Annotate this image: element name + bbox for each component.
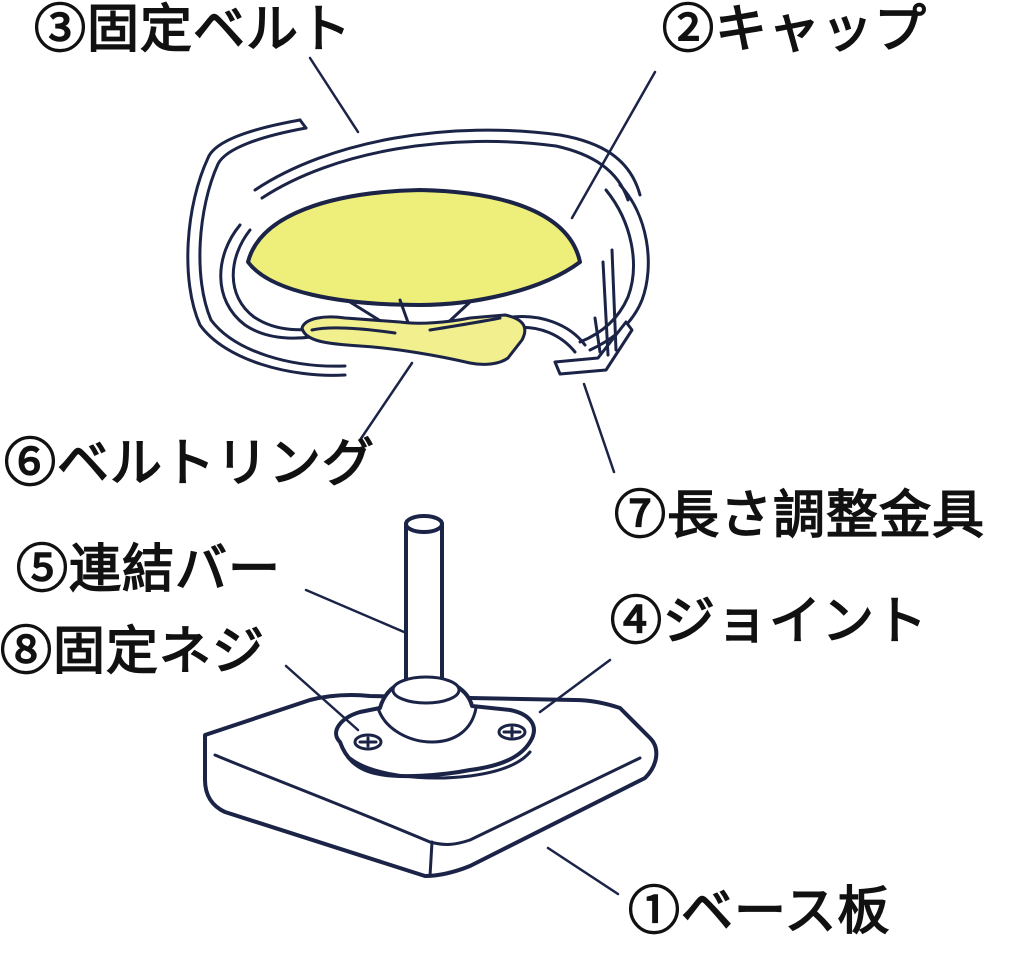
leader-line-cap xyxy=(570,70,657,220)
leader-lines xyxy=(284,56,657,896)
leader-line-screw xyxy=(284,664,360,732)
label-fixing-screw: ⑧固定ネジ xyxy=(0,621,266,682)
leader-line-joint xyxy=(538,658,612,714)
joint xyxy=(334,675,536,780)
belt-ring xyxy=(300,313,527,366)
label-connecting-bar: ⑤連結バー xyxy=(16,539,282,600)
fixing-screw xyxy=(353,723,527,751)
label-joint: ④ジョイント xyxy=(610,591,929,652)
length-adjuster xyxy=(553,248,634,376)
label-belt-ring: ⑥ベルトリング xyxy=(4,433,376,494)
label-length-adjuster: ⑦長さ調整金具 xyxy=(614,485,986,546)
leader-line-adjuster xyxy=(582,382,616,474)
label-fixing-belt: ③固定ベルト xyxy=(34,0,353,60)
leader-line-ring xyxy=(358,361,414,442)
leader-line-bar xyxy=(304,588,406,634)
cap xyxy=(246,188,582,332)
leader-line-belt xyxy=(308,56,360,134)
connecting-bar xyxy=(404,514,444,691)
leader-line-base xyxy=(546,846,620,896)
label-cap: ②キャップ xyxy=(662,0,928,60)
base-plate xyxy=(203,693,659,878)
label-base-plate: ①ベース板 xyxy=(628,881,891,942)
